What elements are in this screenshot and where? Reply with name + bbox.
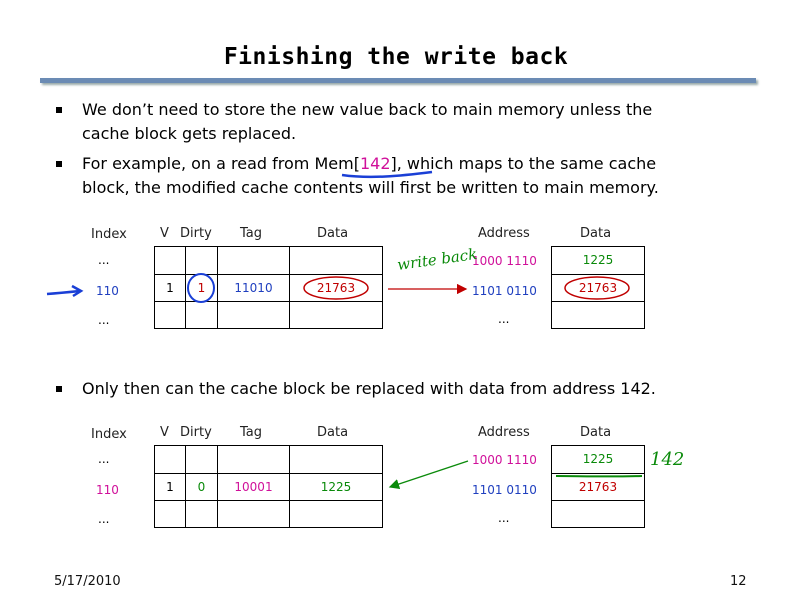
mem-address-row-1: 1000 1110 — [472, 453, 537, 467]
bullet-square-icon — [56, 107, 62, 113]
index-ellipsis-bottom: ... — [98, 512, 110, 526]
header-index: Index — [91, 427, 127, 442]
cache-tag-cell: 11010 — [217, 274, 290, 302]
mem-address-142: 142 — [359, 154, 391, 173]
header-mem-data: Data — [580, 425, 612, 440]
mem-address-row-1: 1000 1110 — [472, 254, 537, 268]
header-tag: Tag — [240, 425, 263, 440]
pen-arrow-icon — [46, 284, 84, 298]
bullet-2-line-2: block, the modified cache contents will … — [82, 178, 659, 197]
header-tag: Tag — [240, 226, 263, 241]
cache-cell — [289, 301, 383, 329]
index-110: 110 — [96, 284, 119, 298]
bullet-3-text: Only then can the cache block be replace… — [82, 379, 656, 398]
index-ellipsis-top: ... — [98, 452, 110, 466]
mem-address-ellipsis: ... — [498, 511, 510, 525]
handwriting-write-back: write back — [396, 245, 478, 274]
handwriting-142: 142 — [650, 449, 684, 470]
cache-cell — [289, 500, 383, 528]
bullet-3: Only then can the cache block be replace… — [56, 377, 766, 401]
title-underline-bar — [40, 78, 756, 83]
cache-cell — [217, 301, 290, 329]
mem-data-row-1: 1225 — [551, 445, 645, 474]
header-dirty: Dirty — [180, 425, 212, 440]
header-address: Address — [478, 226, 530, 241]
index-ellipsis-bottom: ... — [98, 313, 110, 327]
mem-address-row-2: 1101 0110 — [472, 483, 537, 497]
circle-cache-data — [303, 276, 369, 300]
pen-underline — [341, 170, 433, 179]
footer-date: 5/17/2010 — [54, 574, 121, 589]
mem-address-ellipsis: ... — [498, 312, 510, 326]
cache-cell — [185, 500, 218, 528]
header-dirty: Dirty — [180, 226, 212, 241]
cache-data-cell: 1225 — [289, 473, 383, 501]
index-ellipsis-top: ... — [98, 253, 110, 267]
bullet-2-line-1: For example, on a read from Mem[142], wh… — [82, 152, 742, 176]
cache-cell — [185, 301, 218, 329]
header-address: Address — [478, 425, 530, 440]
header-index: Index — [91, 227, 127, 242]
mem-data-row-2: 21763 — [551, 473, 645, 501]
cache-cell — [154, 301, 186, 329]
header-v: V — [160, 226, 169, 241]
circle-mem-data — [564, 276, 630, 300]
cache-cell — [185, 445, 218, 474]
fetch-arrow-icon — [388, 460, 469, 490]
bullet-2: For example, on a read from Mem[142], wh… — [56, 152, 766, 200]
page-number: 12 — [730, 574, 747, 589]
cache-dirty-cell: 0 — [185, 473, 218, 501]
bullet-2-text-a: For example, on a read from Mem[ — [82, 154, 360, 173]
cache-cell — [154, 500, 186, 528]
bullet-square-icon — [56, 386, 62, 392]
header-v: V — [160, 425, 169, 440]
bullet-1-line-1: We don’t need to store the new value bac… — [82, 100, 653, 119]
mem-data-row-3 — [551, 500, 645, 528]
bullet-square-icon — [56, 161, 62, 167]
bullet-1: We don’t need to store the new value bac… — [56, 98, 756, 146]
mem-data-row-3 — [551, 301, 645, 329]
header-data: Data — [317, 226, 349, 241]
bullet-1-line-2: cache block gets replaced. — [82, 124, 297, 143]
bullet-2-text-c: ], which maps to the same cache — [390, 154, 657, 173]
pen-circle-dirty — [187, 273, 215, 303]
header-data: Data — [317, 425, 349, 440]
mem-address-row-2: 1101 0110 — [472, 284, 537, 298]
header-mem-data: Data — [580, 226, 612, 241]
cache-cell — [289, 445, 383, 474]
slide-title: Finishing the write back — [223, 44, 569, 70]
index-110: 110 — [96, 483, 119, 497]
